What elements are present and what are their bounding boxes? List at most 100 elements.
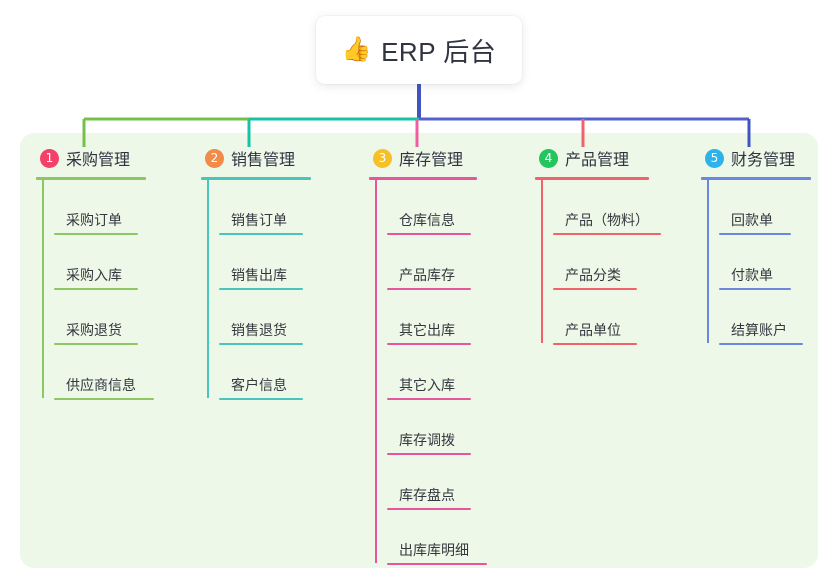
module-item-label: 产品分类 (565, 267, 621, 283)
module-item-label: 供应商信息 (66, 377, 136, 393)
module-header-3[interactable]: 3 库存管理 (369, 146, 477, 170)
module-item[interactable]: 销售出库 (213, 235, 311, 290)
module-header-underline (535, 177, 649, 180)
modules-panel (20, 133, 818, 568)
module-header-underline (36, 177, 146, 180)
module-item-underline (387, 398, 471, 400)
module-header-2[interactable]: 2 销售管理 (201, 146, 311, 170)
root-title: 👍 ERP 后台 (342, 32, 497, 69)
module-item-underline (387, 288, 471, 290)
module-item[interactable]: 采购入库 (48, 235, 146, 290)
module-item-label: 付款单 (731, 267, 773, 283)
module-item[interactable]: 其它入库 (381, 345, 477, 400)
module-header-underline (369, 177, 477, 180)
module-item-underline (719, 233, 791, 235)
module-title: 财务管理 (731, 152, 796, 169)
module-item-list: 回款单付款单结算账户 (701, 180, 811, 345)
module-item-label: 采购退货 (66, 322, 122, 338)
module-item-label: 产品（物料） (565, 212, 649, 228)
module-item-underline (219, 343, 303, 345)
module-item-underline (54, 398, 154, 400)
module-item-label: 采购订单 (66, 212, 122, 228)
module-item[interactable]: 出库库明细 (381, 510, 487, 565)
module-title: 产品管理 (565, 152, 630, 169)
module-header-underline (201, 177, 311, 180)
module-item[interactable]: 销售退货 (213, 290, 311, 345)
module-item-underline (719, 288, 791, 290)
module-item-underline (719, 343, 803, 345)
module-item-label: 销售退货 (231, 322, 287, 338)
module-item-underline (387, 453, 471, 455)
module-item[interactable]: 供应商信息 (48, 345, 154, 400)
module-item-underline (219, 233, 303, 235)
module-item-label: 库存调拨 (399, 432, 455, 448)
module-spine (375, 180, 377, 563)
module-title: 销售管理 (231, 152, 296, 169)
module-item-underline (387, 508, 471, 510)
module-item-label: 其它入库 (399, 377, 455, 393)
module-item[interactable]: 其它出库 (381, 290, 477, 345)
module-item-list: 仓库信息产品库存其它出库其它入库库存调拨库存盘点出库库明细 (369, 180, 487, 565)
module-item[interactable]: 结算账户 (713, 290, 811, 345)
module-item-list: 采购订单采购入库采购退货供应商信息 (36, 180, 154, 400)
module-item-label: 产品单位 (565, 322, 621, 338)
module-item-label: 产品库存 (399, 267, 455, 283)
module-column-2: 2 销售管理销售订单销售出库销售退货客户信息 (201, 146, 311, 400)
module-item-underline (387, 563, 487, 565)
module-item-list: 销售订单销售出库销售退货客户信息 (201, 180, 311, 400)
module-column-4: 4 产品管理产品（物料） 产品分类产品单位 (535, 146, 661, 345)
module-item[interactable]: 库存调拨 (381, 400, 477, 455)
module-item-underline (54, 233, 138, 235)
module-item-underline (54, 343, 138, 345)
module-spine (541, 180, 543, 343)
module-item[interactable]: 采购退货 (48, 290, 146, 345)
module-item-underline (387, 233, 471, 235)
module-spine (207, 180, 209, 398)
root-node[interactable]: 👍 ERP 后台 (316, 16, 522, 84)
module-badge-icon: 1 (40, 148, 59, 168)
module-title: 库存管理 (399, 152, 464, 169)
module-item[interactable]: 回款单 (713, 180, 811, 235)
module-item[interactable]: 销售订单 (213, 180, 311, 235)
module-item-label: 客户信息 (231, 377, 287, 393)
module-item-label: 销售出库 (231, 267, 287, 283)
module-item-underline (553, 343, 637, 345)
module-header-underline (701, 177, 811, 180)
module-item-label: 结算账户 (731, 322, 787, 338)
module-column-3: 3 库存管理仓库信息产品库存其它出库其它入库库存调拨库存盘点出库库明细 (369, 146, 487, 565)
module-item-list: 产品（物料） 产品分类产品单位 (535, 180, 661, 345)
module-item-label: 回款单 (731, 212, 773, 228)
module-badge-icon: 2 (205, 148, 224, 168)
module-item-underline (553, 233, 661, 235)
module-item[interactable]: 付款单 (713, 235, 811, 290)
module-item[interactable]: 产品库存 (381, 235, 477, 290)
module-item[interactable]: 仓库信息 (381, 180, 477, 235)
module-item-underline (54, 288, 138, 290)
module-item-label: 销售订单 (231, 212, 287, 228)
module-item[interactable]: 产品单位 (547, 290, 649, 345)
module-item[interactable]: 库存盘点 (381, 455, 477, 510)
module-item-underline (387, 343, 471, 345)
module-item-label: 采购入库 (66, 267, 122, 283)
module-item-label: 仓库信息 (399, 212, 455, 228)
module-spine (42, 180, 44, 398)
module-item-label: 库存盘点 (399, 487, 455, 503)
module-item[interactable]: 采购订单 (48, 180, 146, 235)
module-badge-icon: 4 (539, 148, 558, 168)
module-item[interactable]: 产品（物料） (547, 180, 661, 235)
module-item-underline (219, 398, 303, 400)
module-badge-icon: 3 (373, 148, 392, 168)
module-item[interactable]: 客户信息 (213, 345, 311, 400)
module-item-label: 其它出库 (399, 322, 455, 338)
module-header-4[interactable]: 4 产品管理 (535, 146, 649, 170)
module-item-underline (219, 288, 303, 290)
module-spine (707, 180, 709, 343)
module-item-label: 出库库明细 (399, 542, 469, 558)
root-title-text: ERP 后台 (381, 36, 497, 67)
module-item[interactable]: 产品分类 (547, 235, 649, 290)
